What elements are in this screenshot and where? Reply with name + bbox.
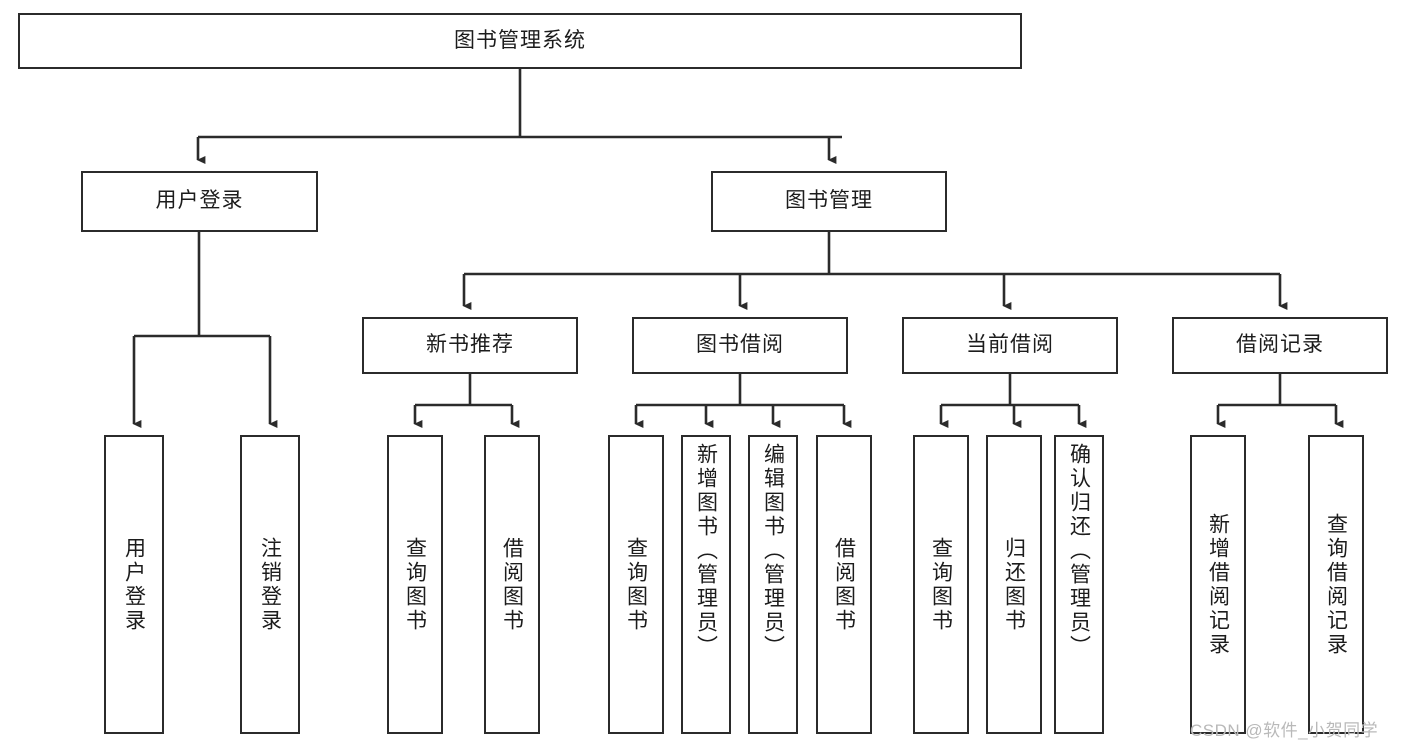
csdn-watermark: CSDN @软件_小贺同学: [1190, 721, 1379, 740]
node-borrow-record-label: 借阅记录: [1236, 333, 1324, 357]
node-user-login[interactable]: 用户登录: [81, 171, 318, 232]
node-leaf-query-record[interactable]: 查询借阅记录: [1308, 435, 1364, 734]
node-leaf-query-book-3[interactable]: 查询图书: [913, 435, 969, 734]
node-leaf-query-record-label: 查询借阅记录: [1324, 512, 1348, 657]
node-book-borrow[interactable]: 图书借阅: [632, 317, 848, 374]
node-root-label: 图书管理系统: [454, 28, 586, 52]
node-book-manage[interactable]: 图书管理: [711, 171, 947, 232]
node-leaf-return-book-label: 归还图书: [1002, 536, 1026, 633]
node-leaf-return-book[interactable]: 归还图书: [986, 435, 1042, 734]
node-borrow-record[interactable]: 借阅记录: [1172, 317, 1388, 374]
node-current-borrow-label: 当前借阅: [966, 333, 1054, 357]
node-root[interactable]: 图书管理系统: [18, 13, 1022, 69]
node-leaf-confirm-return[interactable]: 确认归还（管理员）: [1054, 435, 1104, 734]
node-leaf-borrow-book-1[interactable]: 借阅图书: [484, 435, 540, 734]
node-leaf-add-record[interactable]: 新增借阅记录: [1190, 435, 1246, 734]
node-new-book-rec-label: 新书推荐: [426, 333, 514, 357]
node-leaf-confirm-return-label: 确认归还（管理员）: [1067, 443, 1091, 659]
node-leaf-add-record-label: 新增借阅记录: [1206, 512, 1230, 657]
node-current-borrow[interactable]: 当前借阅: [902, 317, 1118, 374]
node-leaf-borrow-book-1-label: 借阅图书: [500, 536, 524, 633]
node-leaf-user-login-label: 用户登录: [122, 536, 146, 633]
node-leaf-logout-label: 注销登录: [258, 536, 282, 633]
node-leaf-borrow-book-2-label: 借阅图书: [832, 536, 856, 633]
node-user-login-label: 用户登录: [155, 189, 244, 213]
node-leaf-logout[interactable]: 注销登录: [240, 435, 300, 734]
node-leaf-add-book[interactable]: 新增图书（管理员）: [681, 435, 731, 734]
node-book-borrow-label: 图书借阅: [696, 333, 784, 357]
node-leaf-borrow-book-2[interactable]: 借阅图书: [816, 435, 872, 734]
node-leaf-add-book-label: 新增图书（管理员）: [694, 443, 718, 659]
node-leaf-edit-book[interactable]: 编辑图书（管理员）: [748, 435, 798, 734]
node-leaf-edit-book-label: 编辑图书（管理员）: [761, 443, 785, 659]
node-new-book-rec[interactable]: 新书推荐: [362, 317, 578, 374]
node-leaf-user-login[interactable]: 用户登录: [104, 435, 164, 734]
node-leaf-query-book-1-label: 查询图书: [403, 536, 427, 633]
node-leaf-query-book-1[interactable]: 查询图书: [387, 435, 443, 734]
node-leaf-query-book-2[interactable]: 查询图书: [608, 435, 664, 734]
node-leaf-query-book-2-label: 查询图书: [624, 536, 648, 633]
node-book-manage-label: 图书管理: [785, 189, 873, 213]
node-leaf-query-book-3-label: 查询图书: [929, 536, 953, 633]
